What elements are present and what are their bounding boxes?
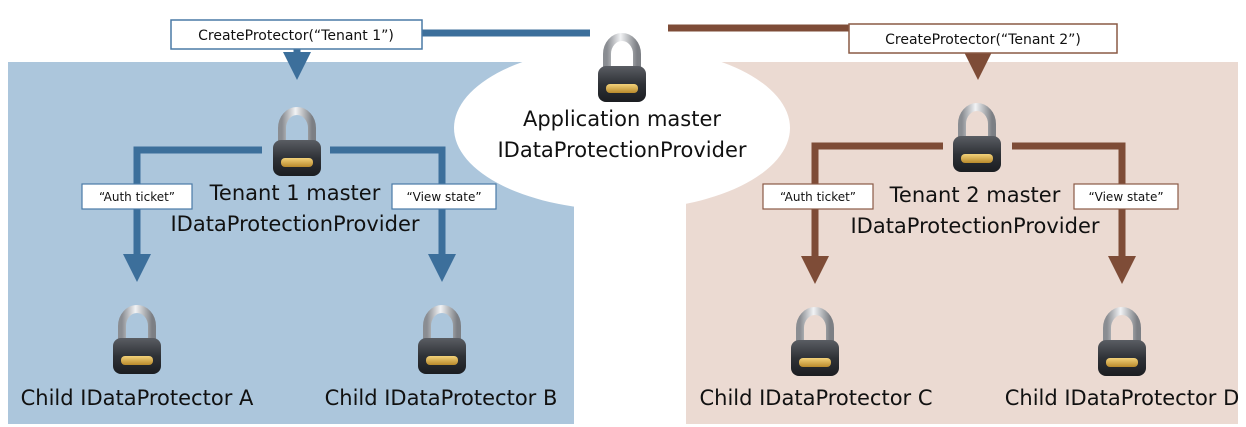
padlock-icon — [273, 107, 321, 176]
padlock-icon — [953, 103, 1001, 172]
child-a-label: Child IDataProtector A — [21, 386, 254, 410]
create2-label: CreateProtector(“Tenant 2”) — [885, 32, 1081, 48]
padlock-icon — [113, 305, 161, 374]
padlock-icon — [791, 307, 839, 376]
tenant1-master-label-line2: IDataProtectionProvider — [170, 212, 419, 236]
app-master-label-line1: Application master — [523, 107, 721, 131]
padlock-icon — [598, 33, 646, 102]
view-right-label: “View state” — [1088, 190, 1163, 204]
auth-right-label: “Auth ticket” — [780, 190, 856, 204]
padlock-icon — [1098, 307, 1146, 376]
create1-label-box — [170, 19, 423, 50]
padlock-icon — [418, 305, 466, 374]
view-left-box — [391, 183, 497, 210]
edge-tenant1-to-childB — [330, 146, 456, 282]
view-right-box — [1073, 183, 1179, 210]
edge-tenant1-to-childA — [123, 146, 262, 282]
child-b-label: Child IDataProtector B — [325, 386, 558, 410]
tenant1-master-label-line1: Tenant 1 master — [209, 181, 381, 205]
create1-label: CreateProtector(“Tenant 1”) — [198, 28, 394, 44]
application-master-bubble — [454, 46, 790, 210]
auth-left-label: “Auth ticket” — [99, 190, 175, 204]
app-master-label-line2: IDataProtectionProvider — [497, 138, 746, 162]
auth-left-box — [81, 183, 193, 210]
child-d-label: Child IDataProtector D — [1005, 386, 1240, 410]
auth-right-box — [762, 183, 874, 210]
edge-tenant2-to-childD — [1012, 142, 1136, 284]
tenant2-master-label-line2: IDataProtectionProvider — [850, 214, 1099, 238]
tenant2-master-label-line1: Tenant 2 master — [889, 183, 1061, 207]
edge-tenant2-to-childC — [801, 142, 943, 284]
child-c-label: Child IDataProtector C — [699, 386, 932, 410]
view-left-label: “View state” — [406, 190, 481, 204]
create2-label-box — [848, 23, 1118, 54]
